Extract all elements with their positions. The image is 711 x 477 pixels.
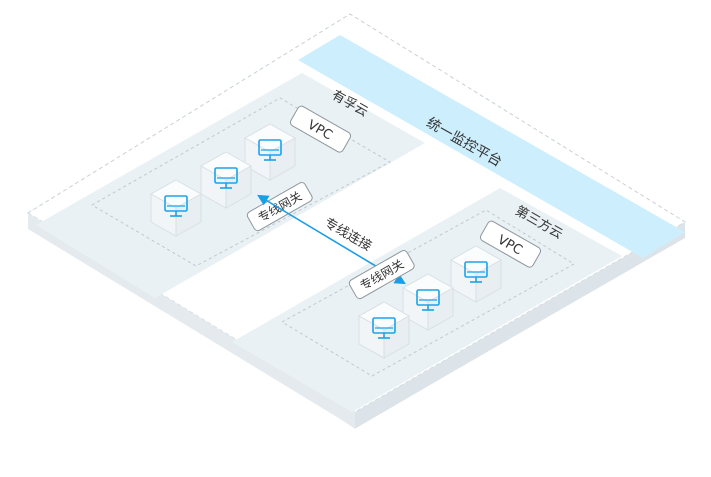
- cloud-a-vpc-boundary: [91, 97, 392, 267]
- cloud-b-vpc-boundary: [280, 209, 575, 377]
- platform-band: [298, 35, 685, 258]
